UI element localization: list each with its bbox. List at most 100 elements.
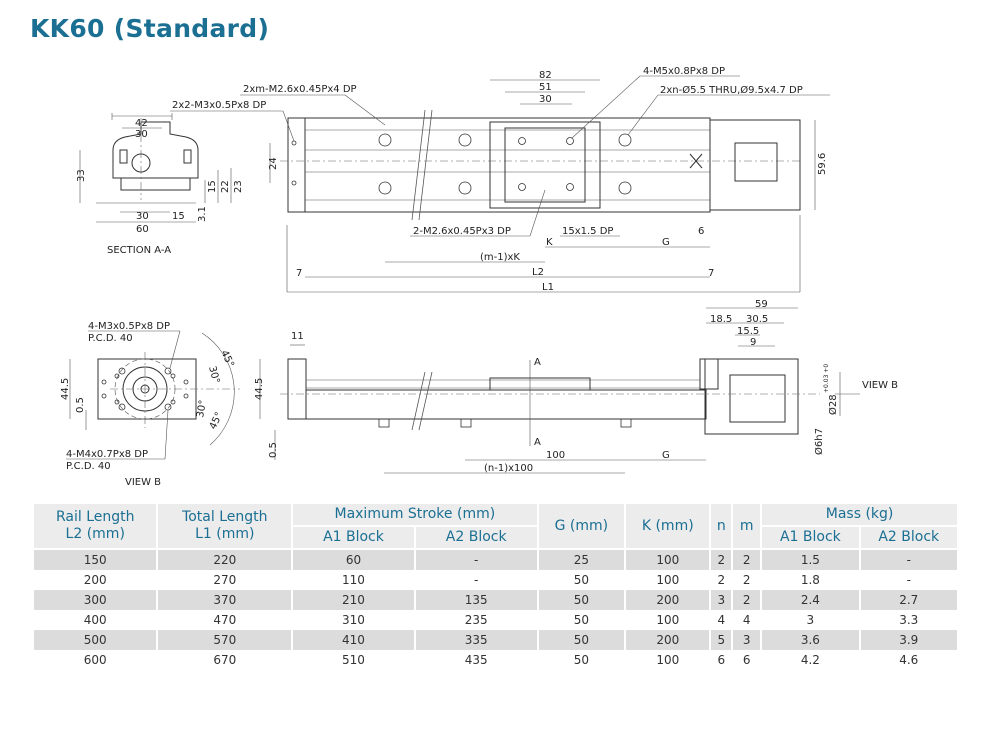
header-mass-a1: A1 Block bbox=[760, 525, 861, 550]
header-rail-length-label: Rail Length bbox=[55, 509, 135, 525]
header-k: K (mm) bbox=[624, 502, 712, 550]
page-title: KK60 (Standard) bbox=[30, 14, 270, 43]
table-cell: - bbox=[413, 570, 539, 590]
callout-label: 4-M5x0.8Px8 DP bbox=[643, 66, 725, 77]
table-cell: 400 bbox=[31, 610, 159, 630]
tolerance-label: +0.03 +0 bbox=[823, 364, 830, 393]
table-cell: 5 bbox=[709, 630, 734, 650]
table-cell: 3.3 bbox=[858, 610, 960, 630]
dim-label: 22 bbox=[220, 180, 231, 193]
header-n: n bbox=[709, 502, 734, 550]
table-cell: - bbox=[858, 570, 960, 590]
table-cell: 100 bbox=[624, 650, 712, 670]
callout-label: 4-M4x0.7Px8 DP bbox=[66, 449, 148, 460]
table-cell: 6 bbox=[731, 650, 763, 670]
dim-label: (m-1)xK bbox=[480, 252, 520, 263]
table-cell: 4.6 bbox=[858, 650, 960, 670]
angle-label: 45° bbox=[218, 349, 235, 370]
table-cell: 3 bbox=[709, 590, 734, 610]
header-stroke-a2: A2 Block bbox=[413, 525, 539, 550]
table-cell: 100 bbox=[624, 570, 712, 590]
table-cell: 410 bbox=[291, 630, 416, 650]
section-a-a-view: 42 30 33 15 22 23 30 15 3.1 60 SECTION A… bbox=[76, 113, 244, 256]
table-cell: 2.7 bbox=[858, 590, 960, 610]
header-mass: Mass (kg) bbox=[760, 502, 959, 527]
dim-label: G bbox=[662, 237, 670, 248]
table-cell: 110 bbox=[291, 570, 416, 590]
table-cell: 4 bbox=[709, 610, 734, 630]
dim-label: 30 bbox=[539, 94, 552, 105]
dim-label: Ø6h7 bbox=[813, 428, 825, 455]
dim-label: 7 bbox=[296, 268, 302, 279]
table-cell: 310 bbox=[291, 610, 416, 630]
section-marker: A bbox=[534, 357, 541, 368]
table-cell: 50 bbox=[536, 590, 627, 610]
dim-label: 18.5 bbox=[710, 314, 732, 325]
callout-label: 4-M3x0.5Px8 DP bbox=[88, 321, 170, 332]
table-cell: 200 bbox=[624, 630, 712, 650]
table-cell: 670 bbox=[156, 650, 294, 670]
header-total-length-label: Total Length bbox=[182, 509, 268, 525]
view-b: 4-M3x0.5Px8 DP P.C.D. 40 44.5 0.5 4-M4x0… bbox=[60, 321, 240, 488]
dim-label: 9 bbox=[750, 337, 756, 348]
dim-label: 24 bbox=[268, 157, 279, 170]
dim-label: 15 bbox=[172, 211, 185, 222]
table-cell: 60 bbox=[291, 549, 416, 570]
table-cell: 335 bbox=[413, 630, 539, 650]
dim-label: Ø28 bbox=[827, 394, 839, 415]
dim-label: 33 bbox=[76, 169, 87, 182]
dim-label: 3.1 bbox=[197, 206, 208, 222]
table-cell: 2 bbox=[709, 549, 734, 570]
header-stroke-a1: A1 Block bbox=[291, 525, 416, 550]
table-cell: 500 bbox=[31, 630, 159, 650]
table-cell: 1.8 bbox=[760, 570, 861, 590]
section-marker: A bbox=[534, 437, 541, 448]
table-cell: 2.4 bbox=[760, 590, 861, 610]
header-mass-a2: A2 Block bbox=[858, 525, 960, 550]
view-label: VIEW B bbox=[125, 477, 161, 488]
header-m: m bbox=[731, 502, 763, 550]
dim-label: 15 bbox=[207, 180, 218, 193]
table-cell: 3.9 bbox=[858, 630, 960, 650]
table-cell: 370 bbox=[156, 590, 294, 610]
dim-label: G bbox=[662, 450, 670, 461]
header-rail-length-unit: L2 (mm) bbox=[65, 526, 125, 542]
dim-label: 44.5 bbox=[254, 378, 265, 400]
angle-label: 30° bbox=[206, 365, 221, 385]
table-cell: 3 bbox=[760, 610, 861, 630]
header-max-stroke: Maximum Stroke (mm) bbox=[291, 502, 539, 527]
callout-label: 2-M2.6x0.45Px3 DP bbox=[413, 226, 511, 237]
callout-label: 15x1.5 DP bbox=[562, 226, 613, 237]
table-cell: 600 bbox=[31, 650, 159, 670]
dim-label: 7 bbox=[708, 268, 714, 279]
table-cell: 200 bbox=[31, 570, 159, 590]
table-cell: 220 bbox=[156, 549, 294, 570]
dim-label: 60 bbox=[136, 224, 149, 235]
table-cell: 2 bbox=[709, 570, 734, 590]
dim-label: 15.5 bbox=[737, 326, 759, 337]
table-cell: 470 bbox=[156, 610, 294, 630]
dim-label: L2 bbox=[532, 267, 544, 278]
table-cell: 1.5 bbox=[760, 549, 861, 570]
callout-label: 2xm-M2.6x0.45Px4 DP bbox=[243, 84, 357, 95]
table-cell: 435 bbox=[413, 650, 539, 670]
table-cell: 4.2 bbox=[760, 650, 861, 670]
table-cell: 2 bbox=[731, 549, 763, 570]
dim-label: 0.5 bbox=[75, 397, 86, 413]
dim-label: 6 bbox=[698, 226, 704, 237]
table-cell: 50 bbox=[536, 610, 627, 630]
table-cell: 510 bbox=[291, 650, 416, 670]
dim-label: 100 bbox=[546, 450, 565, 461]
angle-label: 45° bbox=[208, 411, 225, 432]
table-cell: 100 bbox=[624, 549, 712, 570]
side-view: 11 44.5 0.5 A A 100 G (n-1)x100 59 18.5 … bbox=[254, 299, 898, 474]
